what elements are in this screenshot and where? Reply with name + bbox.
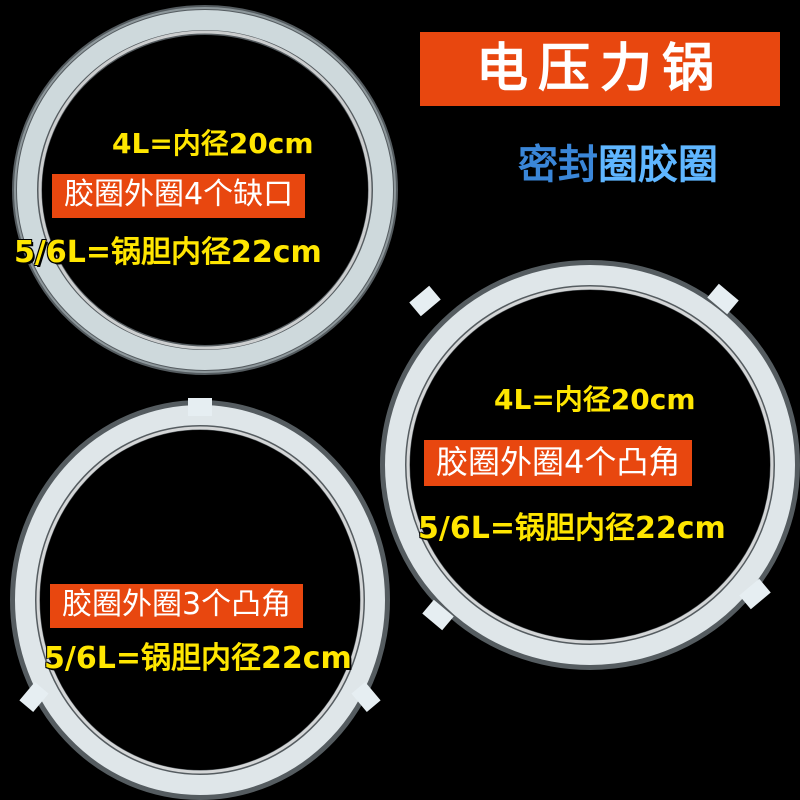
product-subtitle: 密封圈胶圈	[518, 145, 718, 185]
bottom-left-feature-badge: 胶圈外圈3个凸角	[50, 584, 304, 628]
ring-right	[380, 260, 800, 670]
ring-bottom-left	[10, 398, 390, 800]
top-left-size-4l: 4L=内径20cm	[112, 127, 314, 160]
right-feature-badge: 胶圈外圈4个凸角	[424, 440, 693, 486]
right-size-56l: 5/6L=锅胆内径22cm	[418, 511, 726, 546]
ring-top-left	[12, 5, 398, 375]
bottom-left-size-56l: 5/6L=锅胆内径22cm	[44, 641, 352, 676]
subtitle-part-a: 密封	[518, 142, 598, 188]
top-left-feature-badge: 胶圈外圈4个缺口	[52, 174, 306, 218]
subtitle-part-b: 圈胶圈	[598, 142, 718, 188]
top-left-size-56l: 5/6L=锅胆内径22cm	[14, 235, 322, 270]
right-size-4l: 4L=内径20cm	[494, 383, 696, 416]
product-title: 电压力锅	[420, 32, 780, 106]
